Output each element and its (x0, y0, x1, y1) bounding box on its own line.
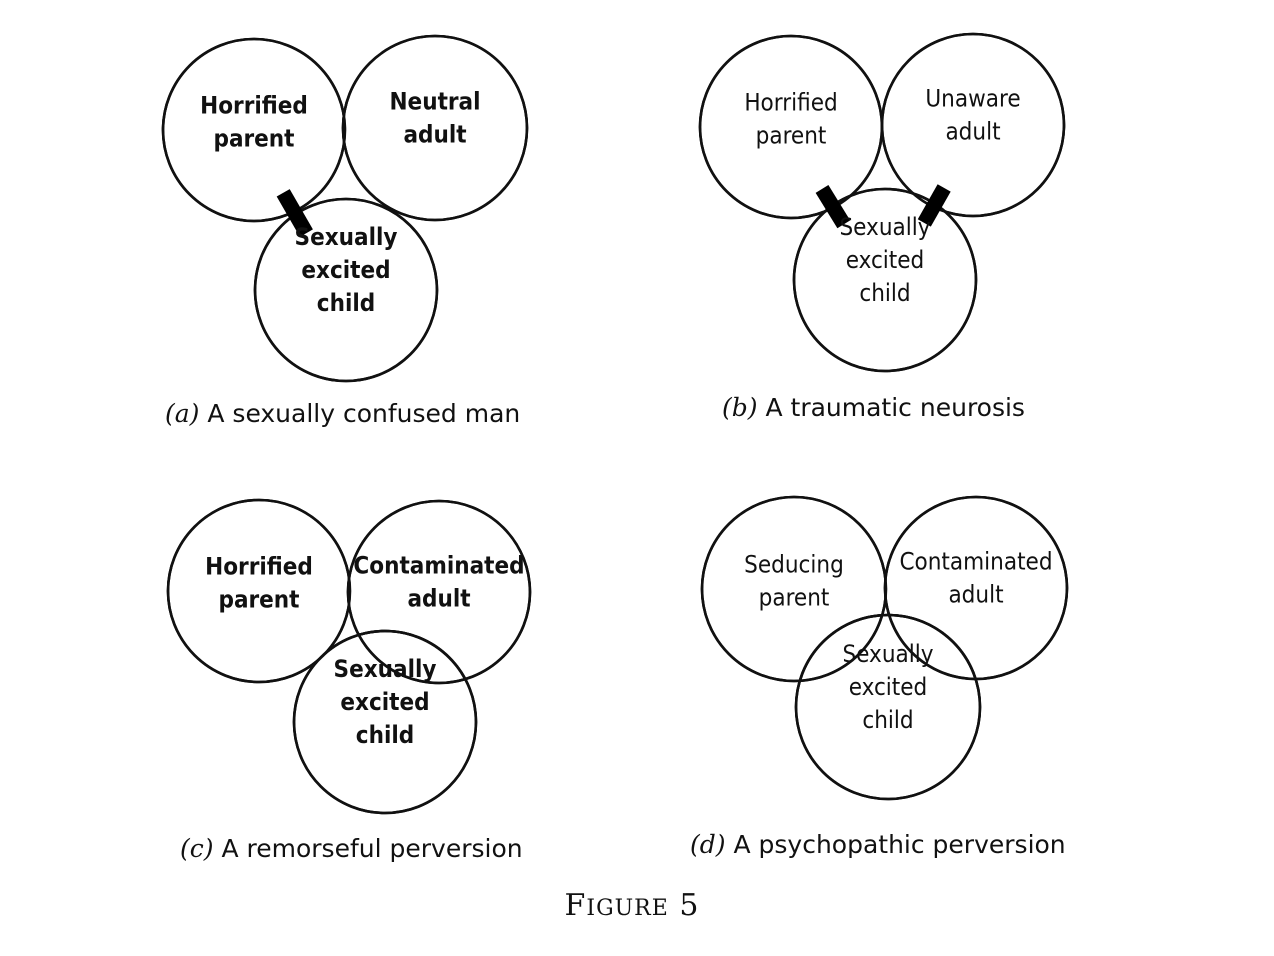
figure-title: FIGURE 5 (565, 888, 700, 923)
circle-outline-child-c (292, 629, 478, 815)
caption-letter: (a) (165, 399, 199, 428)
caption-d: (d) A psychopathic perversion (690, 830, 1066, 859)
caption-c: (c) A remorseful perversion (180, 834, 523, 863)
caption-letter: (b) (722, 393, 758, 422)
circle-outline-adult-c (346, 499, 532, 685)
circle-outline-child-d (794, 613, 982, 801)
circle-outline-adult-b (880, 32, 1066, 218)
circle-outline-adult-a (341, 34, 529, 222)
circle-outline-parent-a (161, 37, 347, 223)
circle-outline-child-a (253, 197, 439, 383)
caption-text: A sexually confused man (199, 399, 520, 428)
caption-letter: (d) (690, 830, 726, 859)
caption-letter: (c) (180, 834, 214, 863)
caption-text: A remorseful perversion (214, 834, 523, 863)
connector-parent-child-a (276, 189, 313, 237)
caption-a: (a) A sexually confused man (165, 399, 520, 428)
caption-text: A psychopathic perversion (726, 830, 1066, 859)
connector-adult-child-b (917, 184, 951, 227)
connector-parent-child-b (815, 185, 851, 229)
circle-outline-child-b (792, 187, 978, 373)
caption-text: A traumatic neurosis (758, 393, 1025, 422)
caption-b: (b) A traumatic neurosis (722, 393, 1025, 422)
circle-outline-parent-c (166, 498, 352, 684)
